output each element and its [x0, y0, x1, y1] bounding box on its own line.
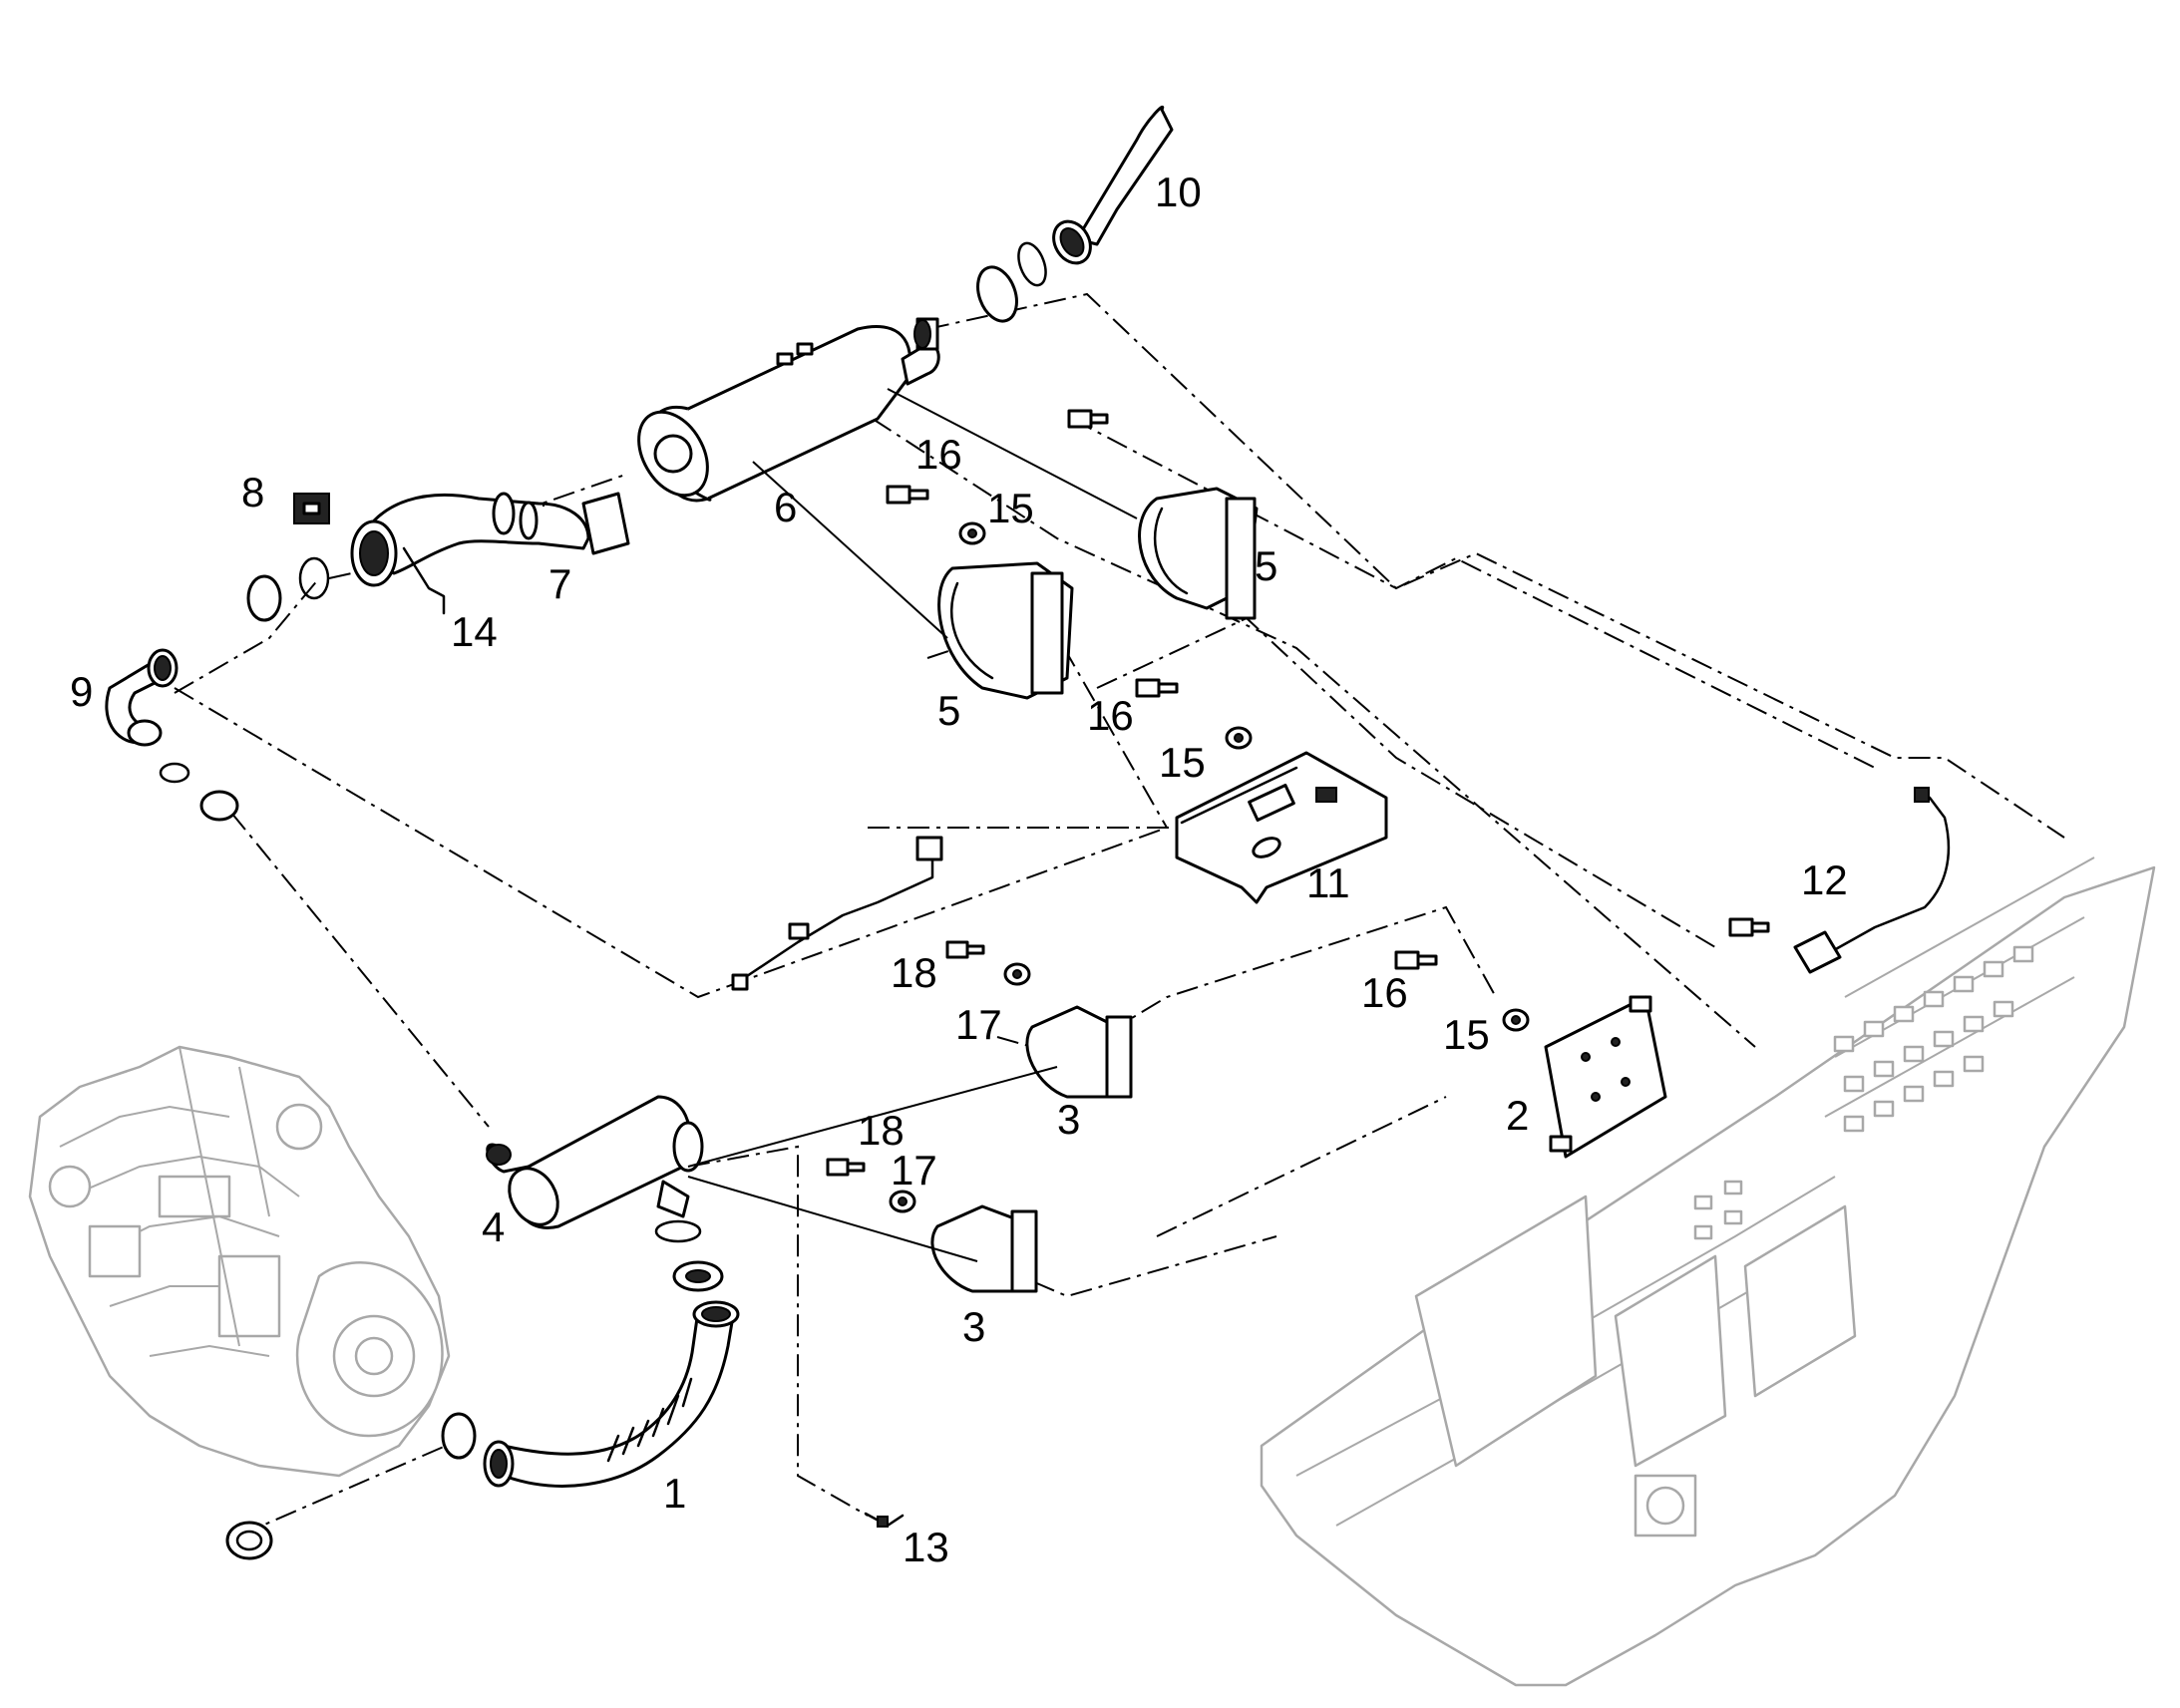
part-7-pipe — [350, 492, 630, 587]
chassis-frame-ghost — [1260, 856, 2156, 1687]
part-8-clamp-fitting — [293, 493, 330, 524]
part-5-bracket-lower — [937, 561, 1074, 700]
callout-17-a: 17 — [955, 1001, 1002, 1048]
callout-18-b: 18 — [858, 1107, 905, 1154]
pipe-clamp-upper — [976, 241, 1047, 323]
engine-block-ghost — [28, 1045, 451, 1478]
part-6-muffler — [637, 317, 940, 503]
callout-15-c: 15 — [1443, 1011, 1490, 1058]
nut-lower-left — [225, 1521, 273, 1560]
bolt-16-a — [886, 485, 929, 505]
part-2-mounting-plate — [1544, 995, 1667, 1159]
callout-15-a: 15 — [987, 485, 1034, 531]
part-9-elbow — [105, 648, 239, 822]
callout-16-a: 16 — [915, 431, 962, 478]
washer-15-c — [1502, 1008, 1530, 1032]
part-11-heat-shield — [1175, 751, 1388, 904]
callout-5-lower: 5 — [937, 687, 960, 734]
callout-6: 6 — [774, 484, 797, 530]
callout-2: 2 — [1506, 1092, 1529, 1139]
part-13-probe — [864, 1512, 905, 1528]
washer-17-a — [1003, 962, 1031, 986]
bolt-16-c — [1394, 950, 1438, 970]
callout-14: 14 — [451, 608, 498, 655]
callout-17-b: 17 — [891, 1147, 937, 1194]
bolt-18-b — [826, 1158, 866, 1177]
callout-3-upper: 3 — [1057, 1096, 1080, 1143]
sensor-tube — [731, 836, 943, 991]
washer-17-b — [889, 1190, 916, 1213]
callout-4: 4 — [482, 1203, 505, 1250]
callout-16-c: 16 — [1361, 969, 1408, 1016]
bolt-16-b — [1135, 678, 1179, 698]
callout-7: 7 — [548, 560, 571, 607]
callout-16-b: 16 — [1087, 692, 1134, 739]
part-1-flex-pipe — [483, 1300, 740, 1488]
washer-15-b — [1225, 726, 1253, 750]
clamp-near-9 — [246, 556, 330, 622]
callout-8: 8 — [241, 469, 264, 515]
callout-11: 11 — [1306, 859, 1350, 906]
callout-labels: 1 2 3 3 4 5 5 6 7 8 9 10 11 12 13 14 15 … — [70, 169, 1848, 1570]
part-5-bracket-upper — [1138, 487, 1259, 620]
callout-10: 10 — [1155, 169, 1202, 215]
part-3-bracket-lower — [930, 1204, 1038, 1293]
callout-1: 1 — [663, 1470, 686, 1517]
part-14-sensor-probe — [402, 546, 446, 615]
callout-12: 12 — [1801, 856, 1848, 903]
callout-15-b: 15 — [1159, 739, 1206, 786]
part-4-catalyst — [486, 1095, 704, 1229]
clamp-lower-left — [441, 1412, 477, 1460]
leader-lines — [543, 388, 1138, 1262]
callout-3-lower: 3 — [962, 1303, 985, 1350]
callout-13: 13 — [903, 1524, 949, 1570]
part-10-tailpipe — [1052, 106, 1174, 265]
callout-18-a: 18 — [891, 949, 937, 996]
part-12-sensor-cable — [1793, 787, 1951, 974]
part-3-bracket-upper — [1025, 1005, 1133, 1099]
callout-9: 9 — [70, 668, 93, 715]
gasket-under-catalyst — [654, 1219, 724, 1292]
bolt-18-a — [945, 940, 985, 959]
washer-15-a — [958, 521, 986, 545]
bolt-upper — [1067, 409, 1109, 429]
callout-5-right: 5 — [1255, 542, 1277, 589]
bolt-right — [1728, 917, 1770, 937]
frame-vent-pattern — [1693, 945, 2034, 1240]
